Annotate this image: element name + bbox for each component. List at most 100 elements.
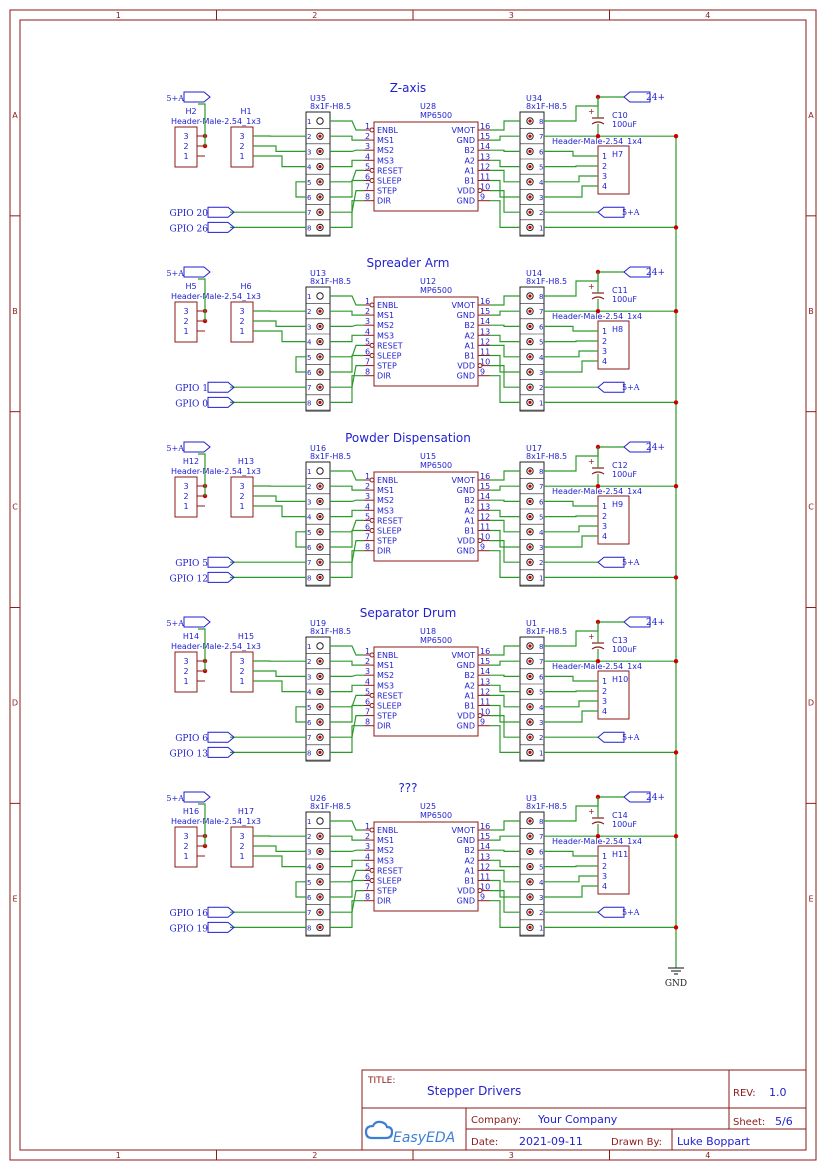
header-pin-dot: [528, 720, 532, 724]
active-low-bubble: [369, 342, 375, 348]
header-pin: [526, 482, 534, 490]
column-label-bottom: 4: [705, 1151, 710, 1160]
jumper-b-ref: H15: [238, 632, 254, 641]
gpio-label: GPIO 5: [175, 559, 208, 569]
header-pin: [526, 337, 534, 346]
junction-dot: [673, 484, 679, 489]
right-header-ref: U1: [526, 619, 537, 628]
wire: [295, 356, 306, 373]
flag-shape: [207, 221, 235, 233]
header-pin: [526, 178, 534, 186]
net-flag: [597, 731, 625, 743]
net-flag: [623, 441, 651, 453]
driver-pin-name-left: ENBL: [377, 476, 399, 485]
header-pin: [526, 162, 534, 171]
header-pin-number: 6: [307, 194, 312, 202]
header-pin: [526, 147, 534, 156]
wire: [198, 103, 206, 136]
header-pin-dot: [318, 484, 322, 488]
wire: [330, 849, 364, 853]
header-pin-dot: [528, 545, 532, 549]
jumper-a-value: Header-Male-2.54_1x3: [171, 467, 261, 476]
driver-pin-name-left: STEP: [377, 187, 397, 196]
wire: [544, 865, 598, 868]
wire: [198, 628, 206, 661]
wire: [330, 159, 364, 168]
net-flag: [183, 441, 211, 453]
jumper-a-body: [174, 826, 198, 868]
header-pin: [526, 733, 534, 741]
wire: [490, 310, 520, 316]
right-header-ref: U3: [526, 794, 537, 803]
right-header-ref: U34: [526, 94, 542, 103]
pin-bubble: [477, 888, 483, 894]
column-label-bottom: 2: [312, 1151, 317, 1160]
header-pin-number: 5: [307, 704, 311, 712]
jumper-b-body: [230, 826, 254, 868]
driver-pin-num-right: 14: [480, 667, 490, 676]
driver-pin-name-left: SLEEP: [377, 352, 402, 361]
wire: [490, 879, 520, 898]
easyeda-logo: EasyEDA: [364, 1120, 455, 1146]
right-header-value: 8x1F-H8.5: [526, 627, 567, 636]
wire: [330, 200, 364, 228]
cap-ref: C14: [612, 811, 628, 820]
cap-ref: C12: [612, 461, 628, 470]
motor-header-pin-number: 4: [602, 532, 607, 541]
wire: [544, 350, 598, 358]
driver-pin-num-right: 10: [480, 533, 490, 542]
flag-shape: [183, 91, 211, 103]
wire: [330, 375, 364, 403]
flag-shape: [597, 381, 625, 393]
header-pin-dot: [528, 180, 532, 184]
motor-header-pin-number: 4: [602, 182, 607, 191]
driver-pin-num-right: 16: [480, 297, 490, 306]
driver-pin-num-right: 14: [480, 142, 490, 151]
flag-shape: [207, 906, 235, 918]
header-pin-dot: [528, 690, 532, 694]
rev-value: 1.0: [769, 1086, 787, 1099]
driver-pin-num-right: 12: [480, 862, 490, 871]
driver-pin-name-left: ENBL: [377, 126, 399, 135]
driver-value: MP6500: [420, 111, 452, 120]
wire: [544, 271, 624, 297]
driver-pin-name-right: B2: [464, 146, 475, 155]
sheet-value: 5/6: [775, 1115, 793, 1128]
drawn-by-label: Drawn By:: [611, 1137, 662, 1148]
flag-shape: [207, 206, 235, 218]
row-label-right: A: [808, 111, 814, 120]
wire: [490, 714, 520, 738]
net-flag: [207, 381, 235, 393]
header-pin-dot: [528, 324, 532, 328]
driver-pin-name-right: GND: [457, 311, 475, 320]
wire: [490, 179, 520, 198]
cap-plate-curved: [591, 821, 605, 825]
driver-pin-num-left: 2: [365, 657, 370, 666]
header-pin-dot: [528, 925, 532, 930]
header-pin-dot: [318, 324, 322, 328]
driver-pin-num-left: 6: [365, 698, 370, 707]
driver-pin-name-left: DIR: [377, 372, 392, 381]
header-pin-number: 2: [307, 483, 311, 491]
header-pin-open: [316, 642, 324, 650]
cap-polarity: +: [588, 457, 595, 466]
driver-pin-name-left: RESET: [377, 341, 403, 350]
driver-pin-name-left: MS2: [377, 496, 394, 505]
wire: [544, 675, 598, 682]
flag-shape: [183, 266, 211, 278]
header-pin: [526, 832, 534, 840]
wire: [490, 324, 520, 327]
motor-header-ref: H7: [612, 150, 623, 159]
driver-pin-num-left: 8: [365, 718, 370, 727]
jumper-a-body: [174, 301, 198, 343]
header-pin-number: 2: [539, 559, 543, 567]
header-pin: [526, 528, 534, 536]
driver-pin-name-left: MS2: [377, 846, 394, 855]
wire: [330, 344, 364, 358]
net-flag: [207, 206, 235, 218]
row-label-left: C: [12, 503, 18, 512]
gpio-label: GPIO 13: [170, 749, 209, 759]
wire: [490, 120, 520, 131]
wire: [490, 550, 520, 579]
header-pin: [526, 353, 534, 361]
